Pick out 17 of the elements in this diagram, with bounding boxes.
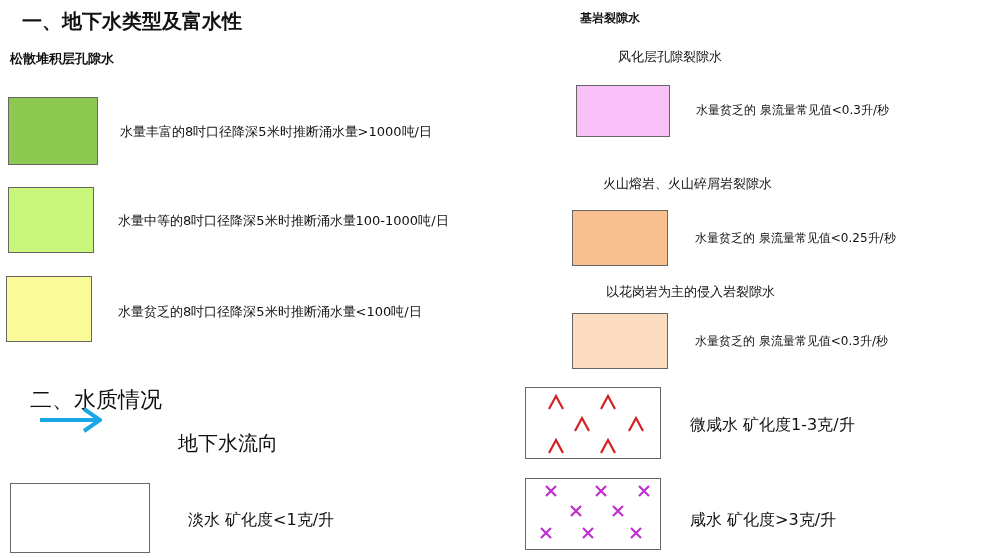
legend-text: 淡水 矿化度<1克/升 [188, 510, 335, 531]
category-heading: 基岩裂隙水 [580, 10, 640, 27]
legend-text: 咸水 矿化度>3克/升 [690, 510, 837, 531]
legend-text: 水量丰富的8吋口径降深5米时推断涌水量>1000吨/日 [120, 123, 432, 141]
category-heading: 以花岗岩为主的侵入岩裂隙水 [606, 283, 775, 301]
category-heading: 风化层孔隙裂隙水 [618, 48, 722, 66]
section-heading: 二、水质情况 [30, 386, 162, 414]
legend-text: 微咸水 矿化度1-3克/升 [690, 415, 855, 436]
legend-text: 水量中等的8吋口径降深5米时推断涌水量100-1000吨/日 [118, 212, 449, 230]
legend-text: 水量贫乏的 泉流量常见值<0.3升/秒 [695, 333, 888, 350]
legend-text: 水量贫乏的8吋口径降深5米时推断涌水量<100吨/日 [118, 303, 422, 321]
legend-text: 水量贫乏的 泉流量常见值<0.3升/秒 [696, 102, 889, 119]
category-heading: 火山熔岩、火山碎屑岩裂隙水 [603, 175, 772, 193]
legend-text: 地下水流向 [178, 430, 278, 457]
section-heading: 一、地下水类型及富水性 [22, 8, 242, 35]
legend-text: 水量贫乏的 泉流量常见值<0.25升/秒 [695, 230, 896, 247]
category-heading: 松散堆积层孔隙水 [10, 50, 114, 68]
